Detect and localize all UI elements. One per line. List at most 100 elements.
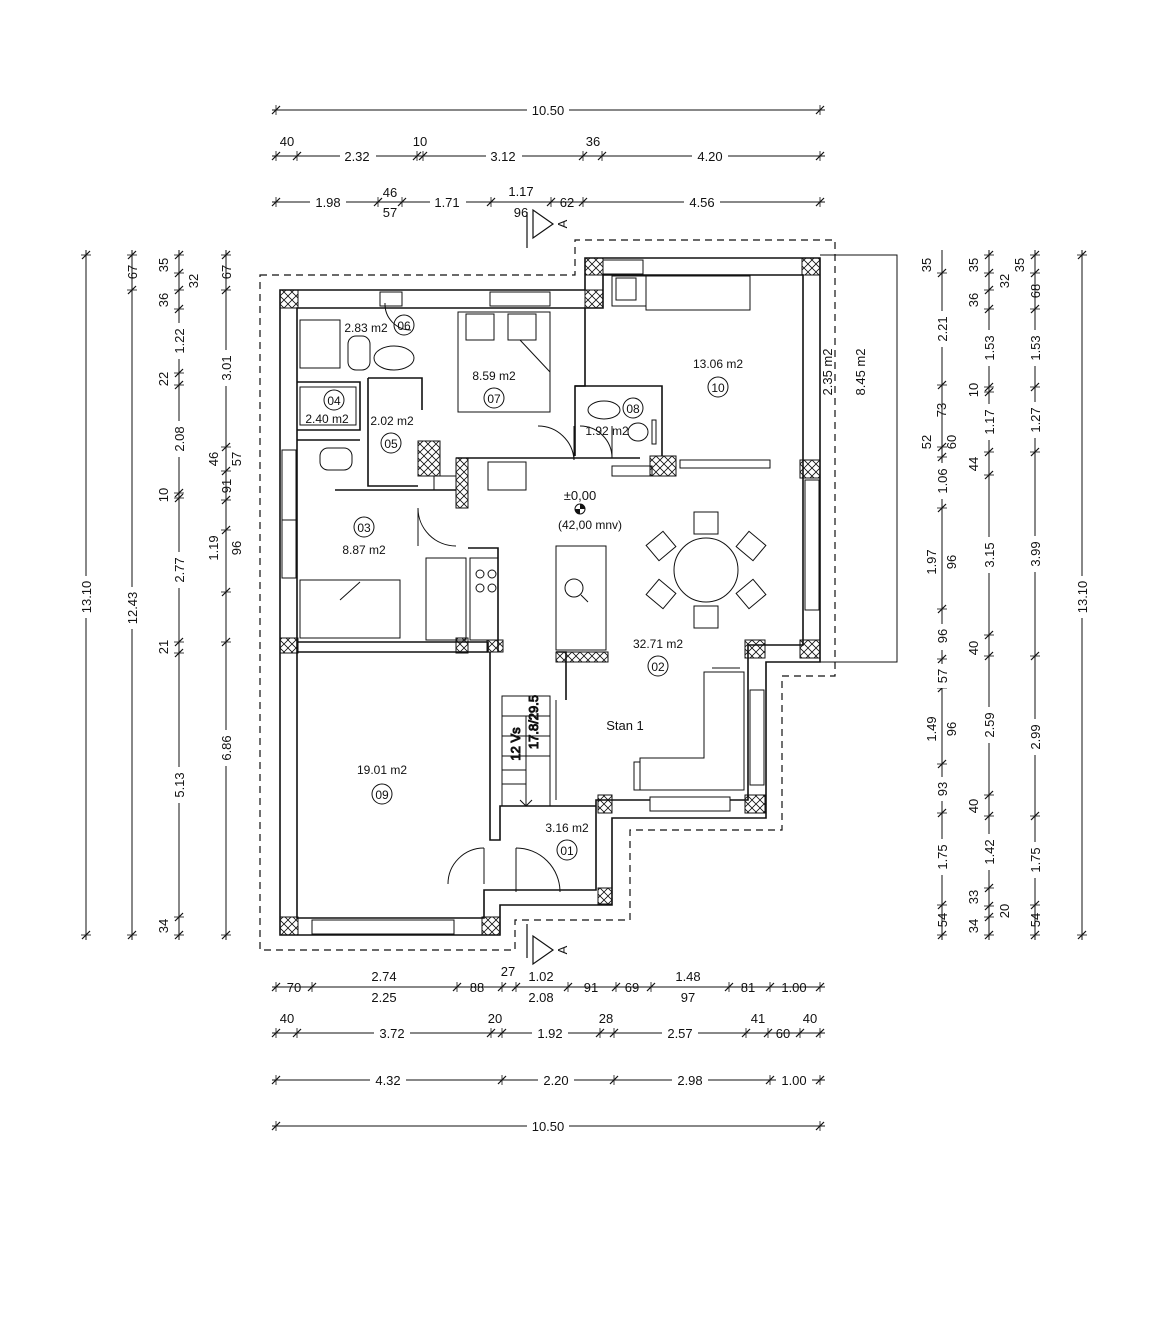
room-area: 2.83 m2: [344, 321, 388, 335]
dim-label: 1.19: [206, 535, 221, 560]
room-01: 3.16 m2 01: [545, 821, 589, 861]
dim-label: 1.49: [924, 716, 939, 741]
dim-label: 20: [997, 904, 1012, 918]
dim-label: 2.59: [982, 712, 997, 737]
bottom-dimension-labels: 70 2.74 2.25 88 27 1.02 2.08 91 69 1.48 …: [280, 964, 817, 1134]
dim-label: 12.43: [125, 592, 140, 625]
dim-label: 41: [751, 1011, 765, 1026]
dim-label: 1.53: [982, 335, 997, 360]
room-07: 8.59 m2 07: [472, 369, 516, 409]
right-dimension-labels: 35 2.21 2.35 m2 8.45 m2 52 60 1.06 1.97 …: [820, 258, 1090, 933]
dim-label: 57: [383, 205, 397, 220]
dim-label: 36: [586, 134, 600, 149]
dim-label: 70: [287, 980, 301, 995]
dim-label: 73: [934, 403, 949, 417]
dim-label: 6.86: [219, 735, 234, 760]
sanitary-fixtures: [299, 319, 657, 471]
dim-label: 28: [599, 1011, 613, 1026]
dim-label: 4.20: [697, 149, 722, 164]
dim-label: 46: [383, 185, 397, 200]
dim-label: 1.92: [537, 1026, 562, 1041]
dim-label: 1.02: [528, 969, 553, 984]
dim-label: 10.50: [532, 103, 565, 118]
dim-label: 68: [1028, 284, 1043, 298]
level-absolute: (42,00 mnv): [558, 518, 622, 532]
dim-label: 35: [156, 258, 171, 272]
dim-label: 32: [186, 274, 201, 288]
dim-label: 20: [488, 1011, 502, 1026]
windows: [281, 259, 820, 935]
room-number: 07: [487, 392, 501, 406]
dim-label: 35: [919, 258, 934, 272]
room-area: 3.16 m2: [545, 821, 589, 835]
dim-label: 1.17: [508, 184, 533, 199]
dim-label: 62: [560, 195, 574, 210]
dim-label: 35: [966, 258, 981, 272]
room-number: 01: [560, 844, 574, 858]
left-dimension-lines: [85, 250, 227, 940]
dim-label: 60: [944, 435, 959, 449]
dim-label: 33: [966, 890, 981, 904]
dim-label: 34: [156, 919, 171, 933]
dim-label: 1.27: [1028, 407, 1043, 432]
dim-label: 1.06: [935, 468, 950, 493]
dim-label: 81: [741, 980, 755, 995]
dim-label: 2.74: [371, 969, 396, 984]
dim-label: 13.10: [1075, 581, 1090, 614]
room-number: 08: [626, 402, 640, 416]
bottom-dimension-lines: [272, 986, 825, 1127]
dim-label: 54: [935, 913, 950, 927]
dim-label: 67: [125, 265, 140, 279]
dim-label: 10.50: [532, 1119, 565, 1134]
right-dimension-lines: [941, 250, 1083, 940]
roof-outline: [259, 239, 836, 951]
dim-label: 1.75: [935, 844, 950, 869]
dim-label: 1.48: [675, 969, 700, 984]
room-number: 06: [397, 319, 411, 333]
dim-label: 96: [514, 205, 528, 220]
room-09: 19.01 m2 09: [357, 763, 407, 805]
dim-label: 1.22: [172, 328, 187, 353]
unit-name: Stan 1: [606, 718, 644, 733]
dim-label: 1.97: [924, 549, 939, 574]
dim-label: 2.20: [543, 1073, 568, 1088]
room-03: 03 8.87 m2: [342, 516, 386, 557]
dim-label: 21: [156, 640, 171, 654]
dim-label: 96: [935, 629, 950, 643]
dim-label: 3.01: [219, 355, 234, 380]
room-number: 09: [375, 788, 389, 802]
dim-label: 8.45 m2: [853, 349, 868, 396]
dim-label: 69: [625, 980, 639, 995]
dim-label: 34: [966, 919, 981, 933]
level-marker: ±0,00 (42,00 mnv): [558, 488, 622, 532]
dim-label: 44: [966, 457, 981, 471]
dim-label: 1.00: [781, 1073, 806, 1088]
dim-label: 3.72: [379, 1026, 404, 1041]
dim-label: 35: [1012, 258, 1027, 272]
structural-columns: [279, 257, 821, 936]
stair-step-size: 17.8/29.5: [526, 695, 541, 749]
dim-label: 93: [935, 782, 950, 796]
dim-label: 91: [219, 479, 234, 493]
dim-label: 2.08: [172, 426, 187, 451]
dim-label: 2.99: [1028, 724, 1043, 749]
dim-label: 1.75: [1028, 847, 1043, 872]
dim-label: 10: [156, 488, 171, 502]
section-mark-top: A: [526, 208, 570, 248]
dim-label: 1.53: [1028, 335, 1043, 360]
dim-label: 36: [156, 293, 171, 307]
doors: [384, 302, 613, 893]
dim-label: 3.99: [1028, 541, 1043, 566]
dim-label: 3.12: [490, 149, 515, 164]
room-area: 8.59 m2: [472, 369, 516, 383]
dim-label: 97: [681, 990, 695, 1005]
dim-label: 88: [470, 980, 484, 995]
right-dimension-ticks: [936, 250, 1088, 940]
staircase: 12 Vs 17.8/29.5: [501, 694, 551, 807]
dim-label: 2.57: [667, 1026, 692, 1041]
room-number: 10: [711, 381, 725, 395]
room-area: 2.40 m2: [305, 412, 349, 426]
room-10: 13.06 m2 10: [693, 357, 743, 398]
dim-label: 67: [219, 265, 234, 279]
